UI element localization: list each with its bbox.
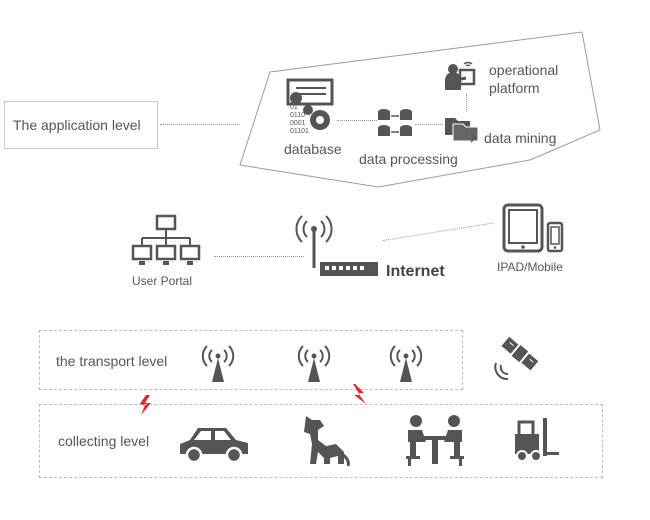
user-portal-label: User Portal: [132, 274, 193, 288]
collecting-level-label: collecting level: [58, 433, 150, 449]
ipad-mobile-label: IPAD/Mobile: [497, 260, 563, 274]
network-computers-icon: [131, 214, 201, 265]
car-icon: [180, 428, 248, 464]
application-panel: [239, 31, 601, 188]
transport-level-label: the transport level: [56, 353, 168, 369]
connector-line: [337, 120, 377, 121]
router-icon: [295, 215, 378, 276]
internet-label: Internet: [386, 263, 445, 280]
database-binary: 01 0110 0001 01101: [290, 104, 309, 135]
data-processing-label: data processing: [359, 151, 458, 167]
database-label: database: [284, 141, 342, 157]
phone-icon: [546, 221, 564, 253]
database-icon: [286, 78, 334, 130]
connector-line: [415, 124, 443, 125]
people-at-table-icon: [406, 415, 464, 466]
satellite-icon: [494, 336, 539, 380]
antenna-icon: [297, 345, 331, 382]
transport-level-box: [39, 330, 463, 390]
lightning-icon: [139, 395, 151, 415]
operational-platform-label: operational platform: [489, 62, 559, 96]
data-mining-label: data mining: [484, 130, 557, 146]
server-icon: [378, 109, 412, 136]
antenna-icon: [201, 345, 235, 382]
connector-line: [160, 124, 240, 125]
antenna-icon: [389, 345, 423, 382]
connector-line: [382, 222, 494, 241]
application-level-box: The application level: [4, 101, 158, 149]
connector-line: [466, 94, 467, 112]
application-level-label: The application level: [13, 117, 141, 133]
folder-icon: [445, 118, 479, 143]
operator-icon: [445, 61, 476, 90]
dog-icon: [304, 416, 350, 467]
forklift-icon: [515, 418, 559, 462]
lightning-icon: [353, 384, 366, 404]
tablet-icon: [502, 203, 544, 253]
collecting-level-box: [39, 404, 603, 478]
connector-line: [214, 256, 304, 257]
